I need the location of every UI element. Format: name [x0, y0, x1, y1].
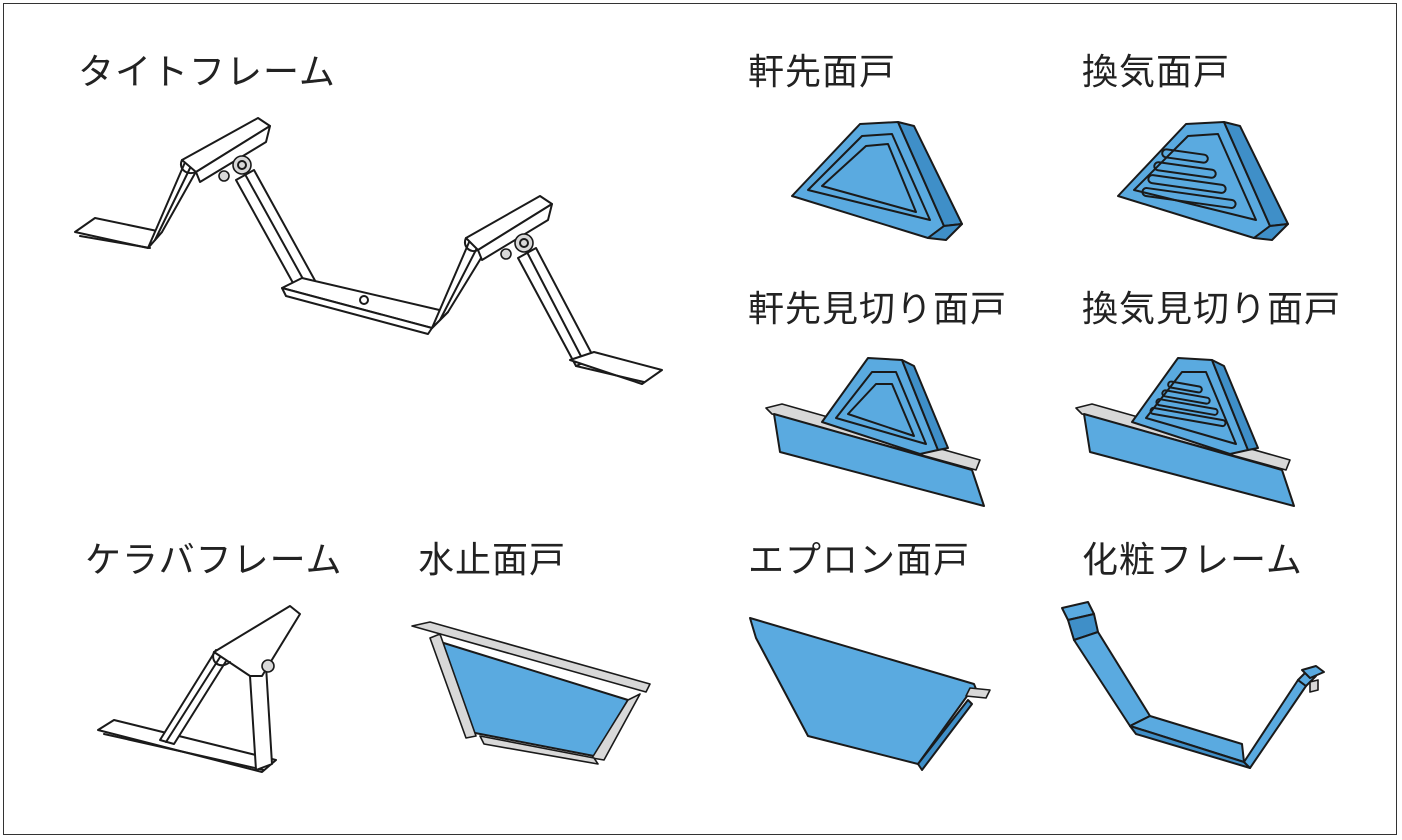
label-kanki-mendo: 換気面戸	[1082, 52, 1231, 93]
label-keraba-frame: ケラバフレーム	[85, 540, 343, 581]
label-nokisaki-mendo: 軒先面戸	[748, 52, 897, 93]
apron-mendo-illustration	[749, 617, 991, 771]
label-tight-frame: タイトフレーム	[78, 52, 336, 93]
kesho-frame-illustration	[1061, 601, 1325, 769]
mizudome-mendo-illustration	[411, 621, 651, 765]
label-kesho-frame: 化粧フレーム	[1082, 540, 1303, 581]
label-apron-mendo: エプロン面戸	[748, 540, 971, 581]
vent-slats-mikiri	[1149, 380, 1227, 428]
kanki-mikiri-mendo-illustration	[1075, 357, 1295, 507]
label-kanki-mikiri-mendo: 換気見切り面戸	[1082, 289, 1342, 330]
diagram-frame	[3, 3, 1397, 835]
tight-frame-illustration	[74, 117, 663, 385]
nokisaki-mendo-illustration	[791, 121, 963, 241]
keraba-frame-illustration	[97, 605, 301, 773]
vent-slats	[1141, 148, 1237, 209]
nokisaki-mikiri-mendo-illustration	[765, 357, 985, 507]
kanki-mendo-illustration	[1117, 121, 1289, 241]
label-mizudome-mendo: 水止面戸	[418, 540, 567, 581]
label-nokisaki-mikiri-mendo: 軒先見切り面戸	[748, 289, 1008, 330]
